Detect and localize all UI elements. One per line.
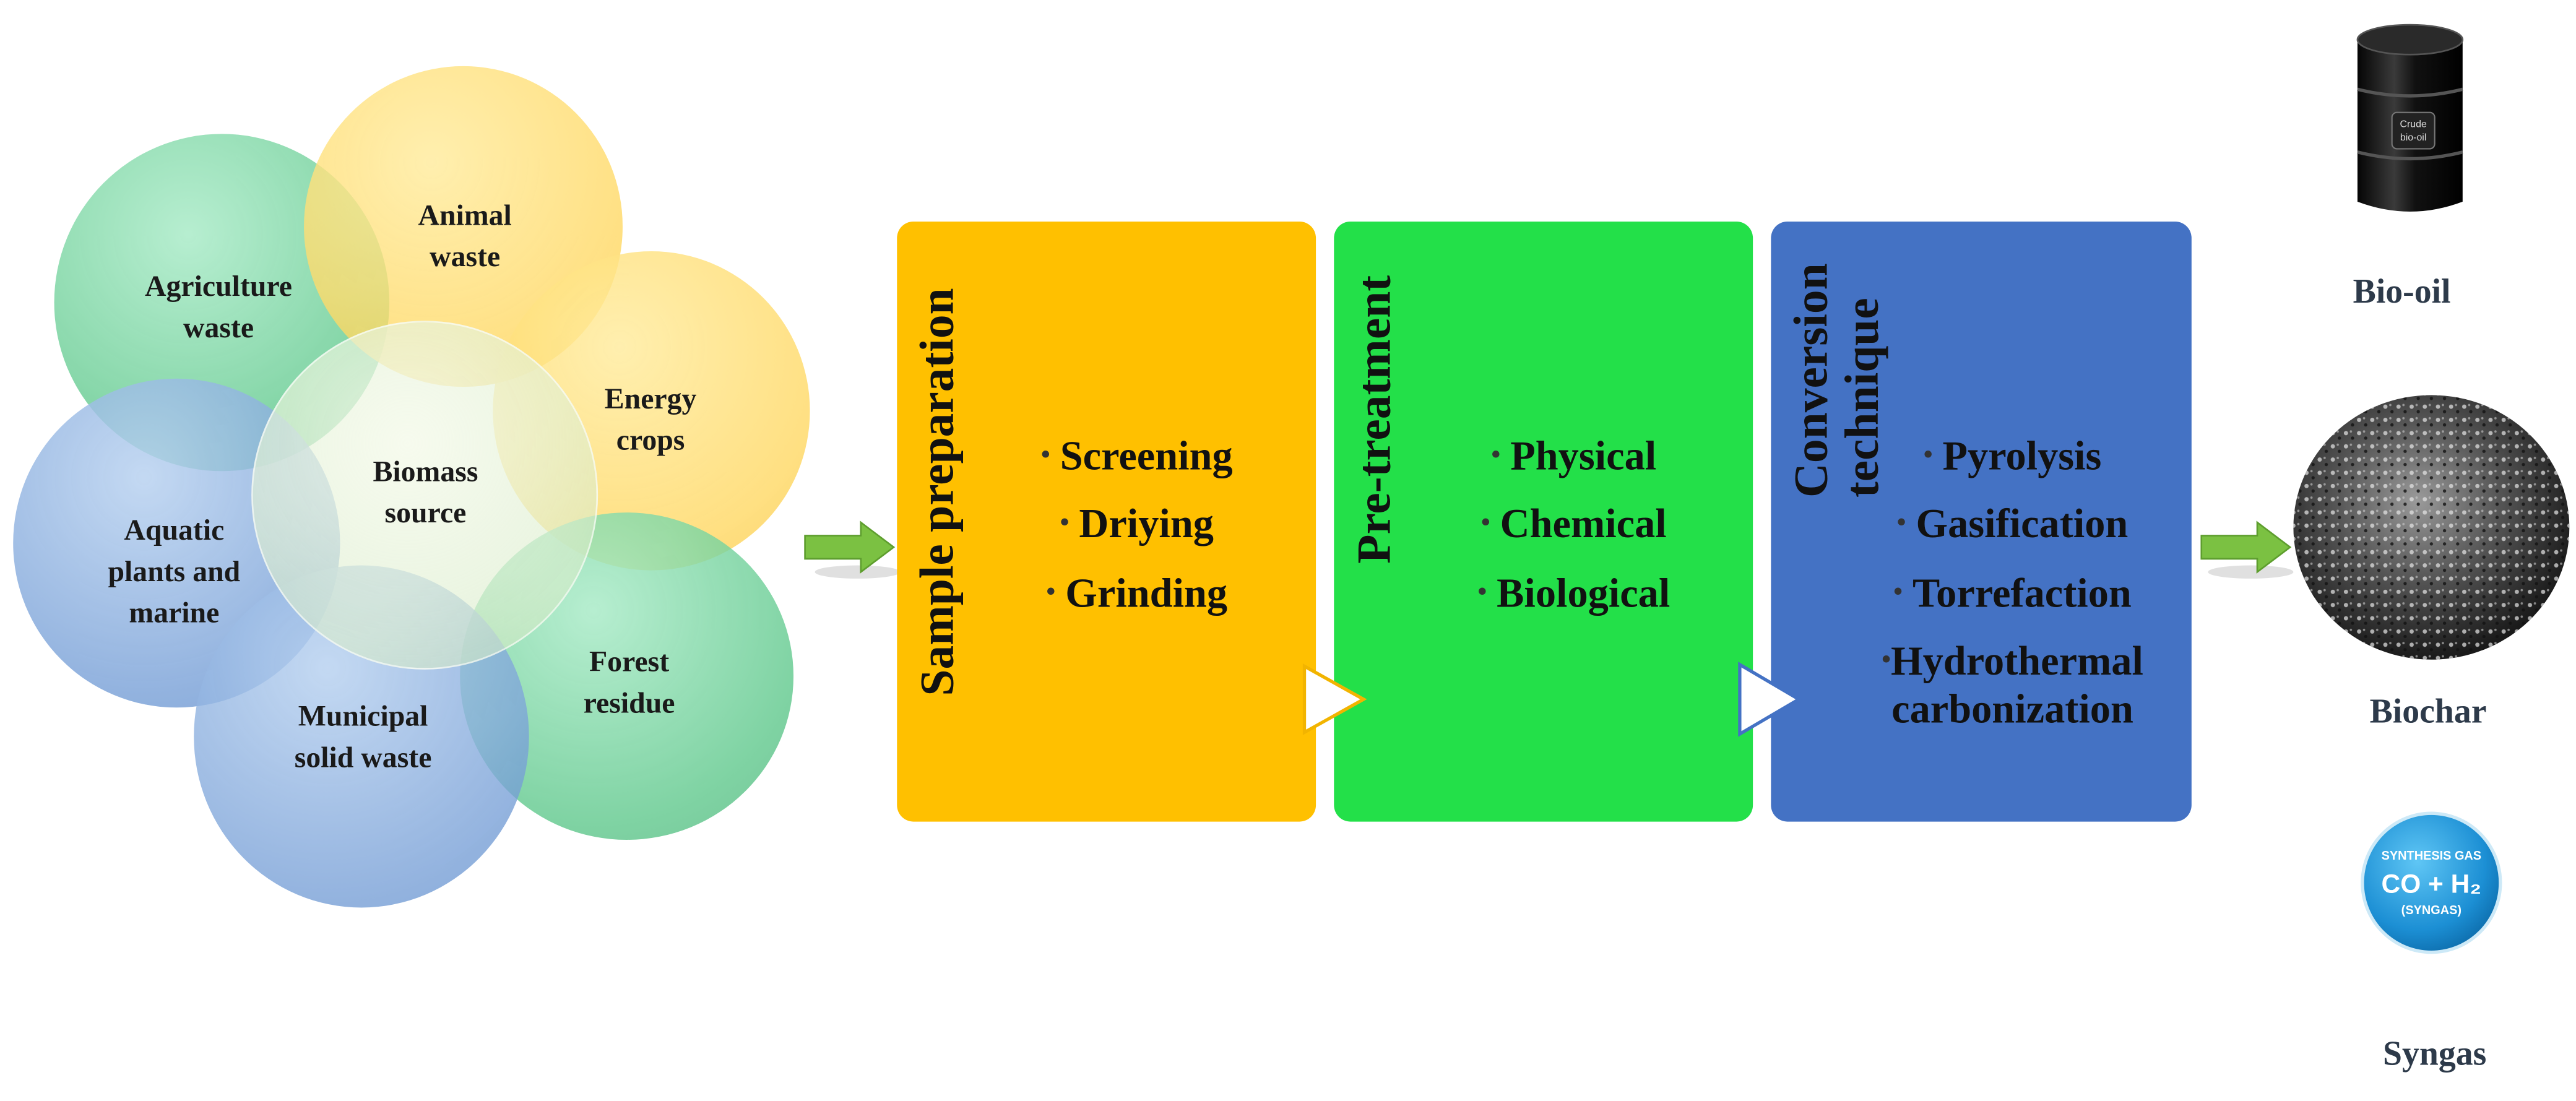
item-torrefaction: •Torrefaction <box>1893 572 2132 617</box>
box-conversion-technique <box>1771 221 2192 822</box>
arrow-to-products <box>2200 520 2294 579</box>
chevron-sample-to-pretreat <box>1302 663 1367 735</box>
item-biological: •Biological <box>1477 572 1671 617</box>
syngas-badge-line1: SYNTHESIS GAS <box>2382 849 2482 863</box>
title-pre-treatment: Pre-treatment <box>1349 275 1402 564</box>
label-bio-oil: Bio-oil <box>2353 271 2451 311</box>
chevron-pretreat-to-conversion <box>1738 662 1802 737</box>
syngas-badge-icon: SYNTHESIS GAS CO + H₂ (SYNGAS) <box>2361 811 2502 954</box>
bio-oil-barrel-icon: Crude bio-oil <box>2356 24 2464 212</box>
barrel-text-line1: Crude <box>2400 119 2426 130</box>
syngas-badge-line2: CO + H₂ <box>2382 869 2482 899</box>
arrow-to-sample <box>804 520 901 579</box>
item-screening: •Screening <box>1040 434 1233 480</box>
item-physical: •Physical <box>1491 434 1657 480</box>
box-sample-preparation <box>897 221 1316 822</box>
barrel-text-line2: bio-oil <box>2400 132 2426 143</box>
box-pre-treatment <box>1334 221 1753 822</box>
biochar-image-icon <box>2293 395 2570 660</box>
item-carbonization: carbonization <box>1891 688 2133 733</box>
item-gasification: •Gasification <box>1896 503 2129 548</box>
item-pyrolysis: •Pyrolysis <box>1923 434 2102 480</box>
item-chemical: •Chemical <box>1480 503 1667 548</box>
label-biochar: Biochar <box>2369 691 2487 731</box>
item-driying: •Driying <box>1060 503 1214 548</box>
title-sample-preparation: Sample preparation <box>912 288 965 696</box>
circle-biomass-source <box>251 321 599 670</box>
syngas-badge-line3: (SYNGAS) <box>2401 904 2461 917</box>
item-grinding: •Grinding <box>1046 572 1228 617</box>
label-syngas: Syngas <box>2383 1033 2487 1073</box>
item-hydrothermal: •Hydrothermal <box>1882 639 2143 684</box>
